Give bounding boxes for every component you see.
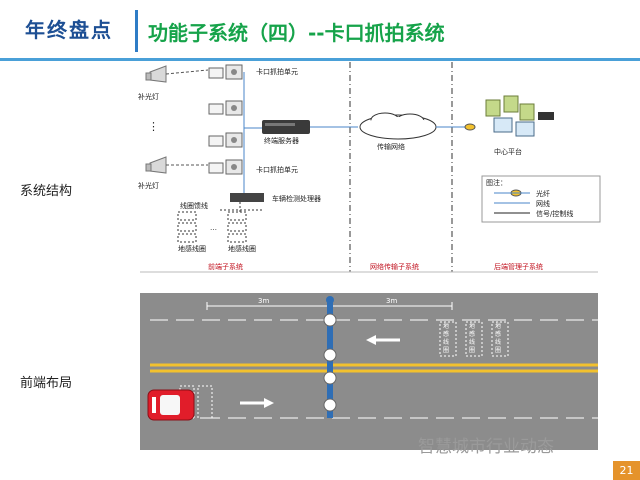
ground-coil-label-right: 地感线圈 — [228, 245, 256, 253]
camera-icon-1 — [208, 64, 243, 80]
vehicle-detection-processor-icon — [230, 193, 264, 202]
coil-group-right — [439, 321, 509, 357]
arrow-right-icon — [240, 398, 274, 408]
section-label-front: 前端子系统 — [208, 263, 243, 271]
capture-unit-label-bottom: 卡口抓拍单元 — [256, 166, 298, 174]
coil-label-1: 地感线圈 — [443, 323, 450, 354]
slide-title: 功能子系统（四）--卡口抓拍系统 — [148, 21, 445, 45]
brand-logo-text: 年终盘点 — [25, 18, 113, 42]
car-icon — [147, 389, 195, 421]
distance-label-left: 3m — [258, 297, 270, 305]
camera-icon-3 — [208, 132, 243, 148]
legend-item-signal: 信号/控制线 — [536, 210, 574, 218]
fill-light-icon-bottom — [145, 156, 167, 174]
camera-icon-2 — [208, 100, 243, 116]
header-stripe — [0, 58, 640, 61]
header-divider — [135, 10, 138, 52]
header-bar — [0, 0, 640, 60]
section-label-backend: 后端管理子系统 — [494, 263, 543, 271]
network-cloud-icon — [359, 112, 437, 140]
label-front-layout: 前端布局 — [20, 376, 73, 391]
legend-item-fiber: 光纤 — [536, 190, 550, 198]
center-platform-label: 中心平台 — [494, 148, 522, 156]
camera-icon-4 — [208, 159, 243, 175]
camera-icon-road-4 — [323, 398, 337, 412]
fill-light-label-bottom: 补光灯 — [138, 182, 159, 190]
network-label: 传输网络 — [377, 143, 405, 151]
ground-coil-label-left: 地感线圈 — [178, 245, 206, 253]
terminal-server-icon — [262, 120, 310, 134]
coil-label-3: 地感线圈 — [495, 323, 502, 354]
camera-icon-road-1 — [323, 313, 337, 327]
legend-title: 图注： — [486, 179, 507, 187]
fill-light-label-top: 补光灯 — [138, 93, 159, 101]
label-system-structure: 系统结构 — [20, 184, 73, 199]
capture-unit-label-top: 卡口抓拍单元 — [256, 68, 298, 76]
camera-icon-road-2 — [323, 348, 337, 362]
ground-coil-right-group — [227, 211, 247, 243]
coil-feeder-label: 线圈馈线 — [180, 202, 208, 210]
center-platform-icon — [485, 95, 554, 137]
camera-icon-road-3 — [323, 371, 337, 385]
arrow-left-icon — [366, 335, 400, 345]
ground-coil-left-group — [177, 211, 197, 243]
ellipsis-vertical: ⋮ — [148, 120, 159, 133]
distance-label-right: 3m — [386, 297, 398, 305]
legend-item-ethernet: 网线 — [536, 200, 550, 208]
coil-label-2: 地感线圈 — [469, 323, 476, 354]
watermark-text: 智慧城市行业动态 — [418, 437, 554, 457]
section-label-network: 网络传输子系统 — [370, 263, 419, 271]
fill-light-icon-top — [145, 65, 167, 83]
page-number-badge: 21 — [613, 461, 640, 480]
vehicle-detection-label: 车辆检测处理器 — [272, 195, 321, 203]
fiber-connector-icon — [464, 123, 476, 131]
legend-box — [481, 175, 601, 223]
coil-ellipsis: … — [210, 224, 217, 232]
terminal-server-label: 终端服务器 — [264, 137, 299, 145]
